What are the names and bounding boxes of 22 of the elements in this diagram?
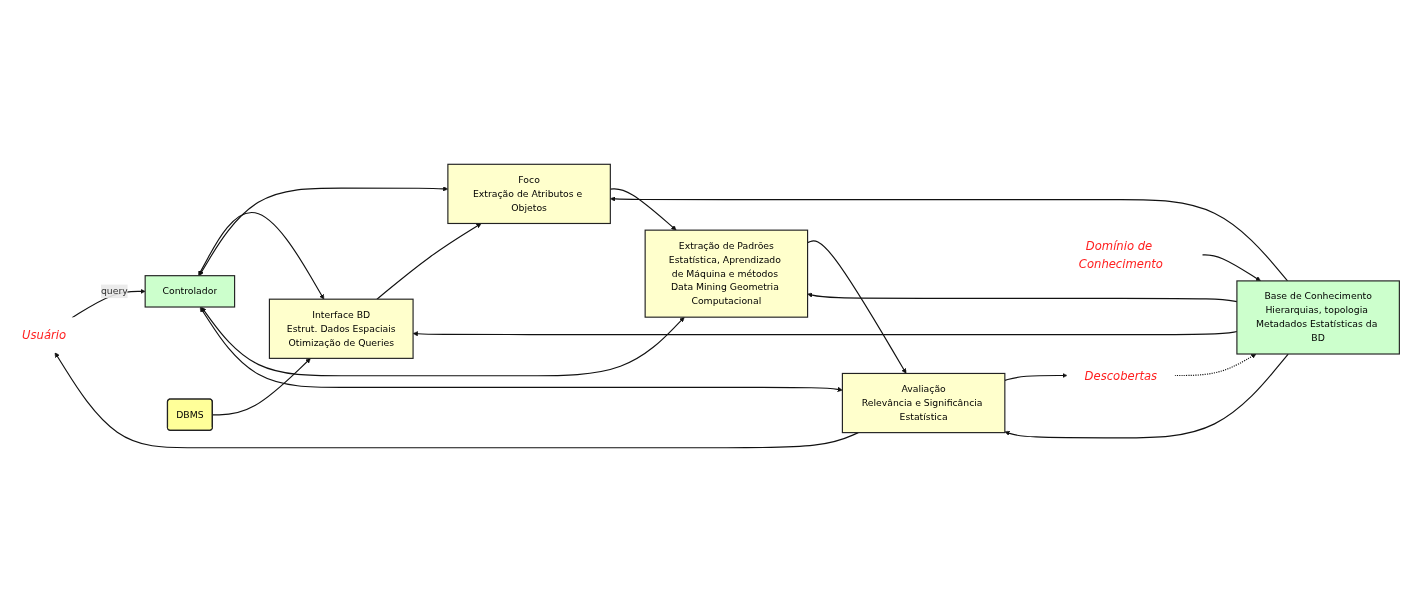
node-box: Avaliação Relevância e Significância Estatística xyxy=(841,372,1006,434)
arrow xyxy=(1174,353,1257,377)
arrow xyxy=(376,223,482,300)
node-box: Extração de Padrões Estatística, Aprendizado de Máquina e métodos Data Mining Geometria Computacional xyxy=(644,229,809,318)
arrow xyxy=(201,306,685,377)
arrow xyxy=(198,211,325,300)
node-text: Usuário xyxy=(22,328,67,343)
node-box: Interface BD Estrut. Dados Espaciais Otimização de Queries xyxy=(268,298,414,359)
node-box: Foco Extração de Atributos e Objetos xyxy=(447,163,611,225)
edge-label: query xyxy=(100,285,128,297)
node-box: Controlador xyxy=(144,275,236,308)
arrow xyxy=(1201,254,1261,282)
arrow xyxy=(807,240,907,374)
node-text: Descobertas xyxy=(1084,368,1158,383)
arrow xyxy=(1004,372,1068,381)
node-box: Base de Conhecimento Hierarquias, topologia Metadados Estatísticas da BD xyxy=(1236,280,1400,355)
arrow xyxy=(1004,353,1289,439)
arrow xyxy=(199,307,843,392)
node-text: Domínio de Conhecimento xyxy=(1078,239,1163,271)
arrow xyxy=(54,352,859,449)
arrow xyxy=(610,196,1289,282)
arrow xyxy=(212,358,311,416)
